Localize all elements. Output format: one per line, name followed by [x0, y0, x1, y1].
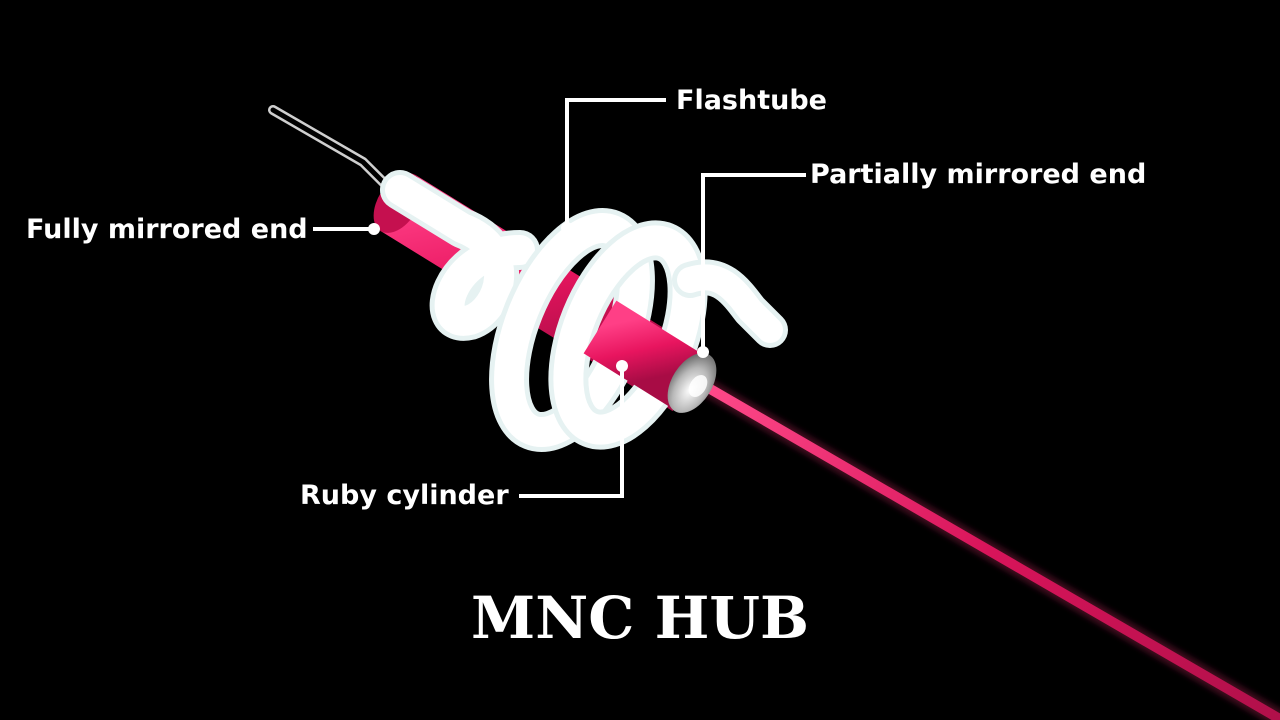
leader-lines: [313, 98, 806, 498]
leader-ruby: [519, 366, 624, 498]
label-partially-mirrored-end: Partially mirrored end: [810, 159, 1147, 190]
dot-flashtube: [561, 222, 573, 234]
dot-ruby: [616, 360, 628, 372]
leader-dots: [368, 222, 709, 372]
dot-full: [368, 223, 380, 235]
flashtube-helix: [380, 170, 788, 453]
flashtube-wire-top: [268, 105, 390, 189]
brand-watermark: MNC HUB: [471, 584, 809, 652]
dot-partial: [697, 346, 709, 358]
label-ruby-cylinder: Ruby cylinder: [300, 480, 509, 511]
leader-partial: [701, 173, 806, 352]
label-flashtube: Flashtube: [676, 85, 827, 116]
label-fully-mirrored-end: Fully mirrored end: [26, 214, 308, 245]
leader-flashtube: [565, 98, 666, 228]
laser-beam: [695, 375, 1280, 720]
partially-mirrored-end-cap: [667, 353, 717, 413]
